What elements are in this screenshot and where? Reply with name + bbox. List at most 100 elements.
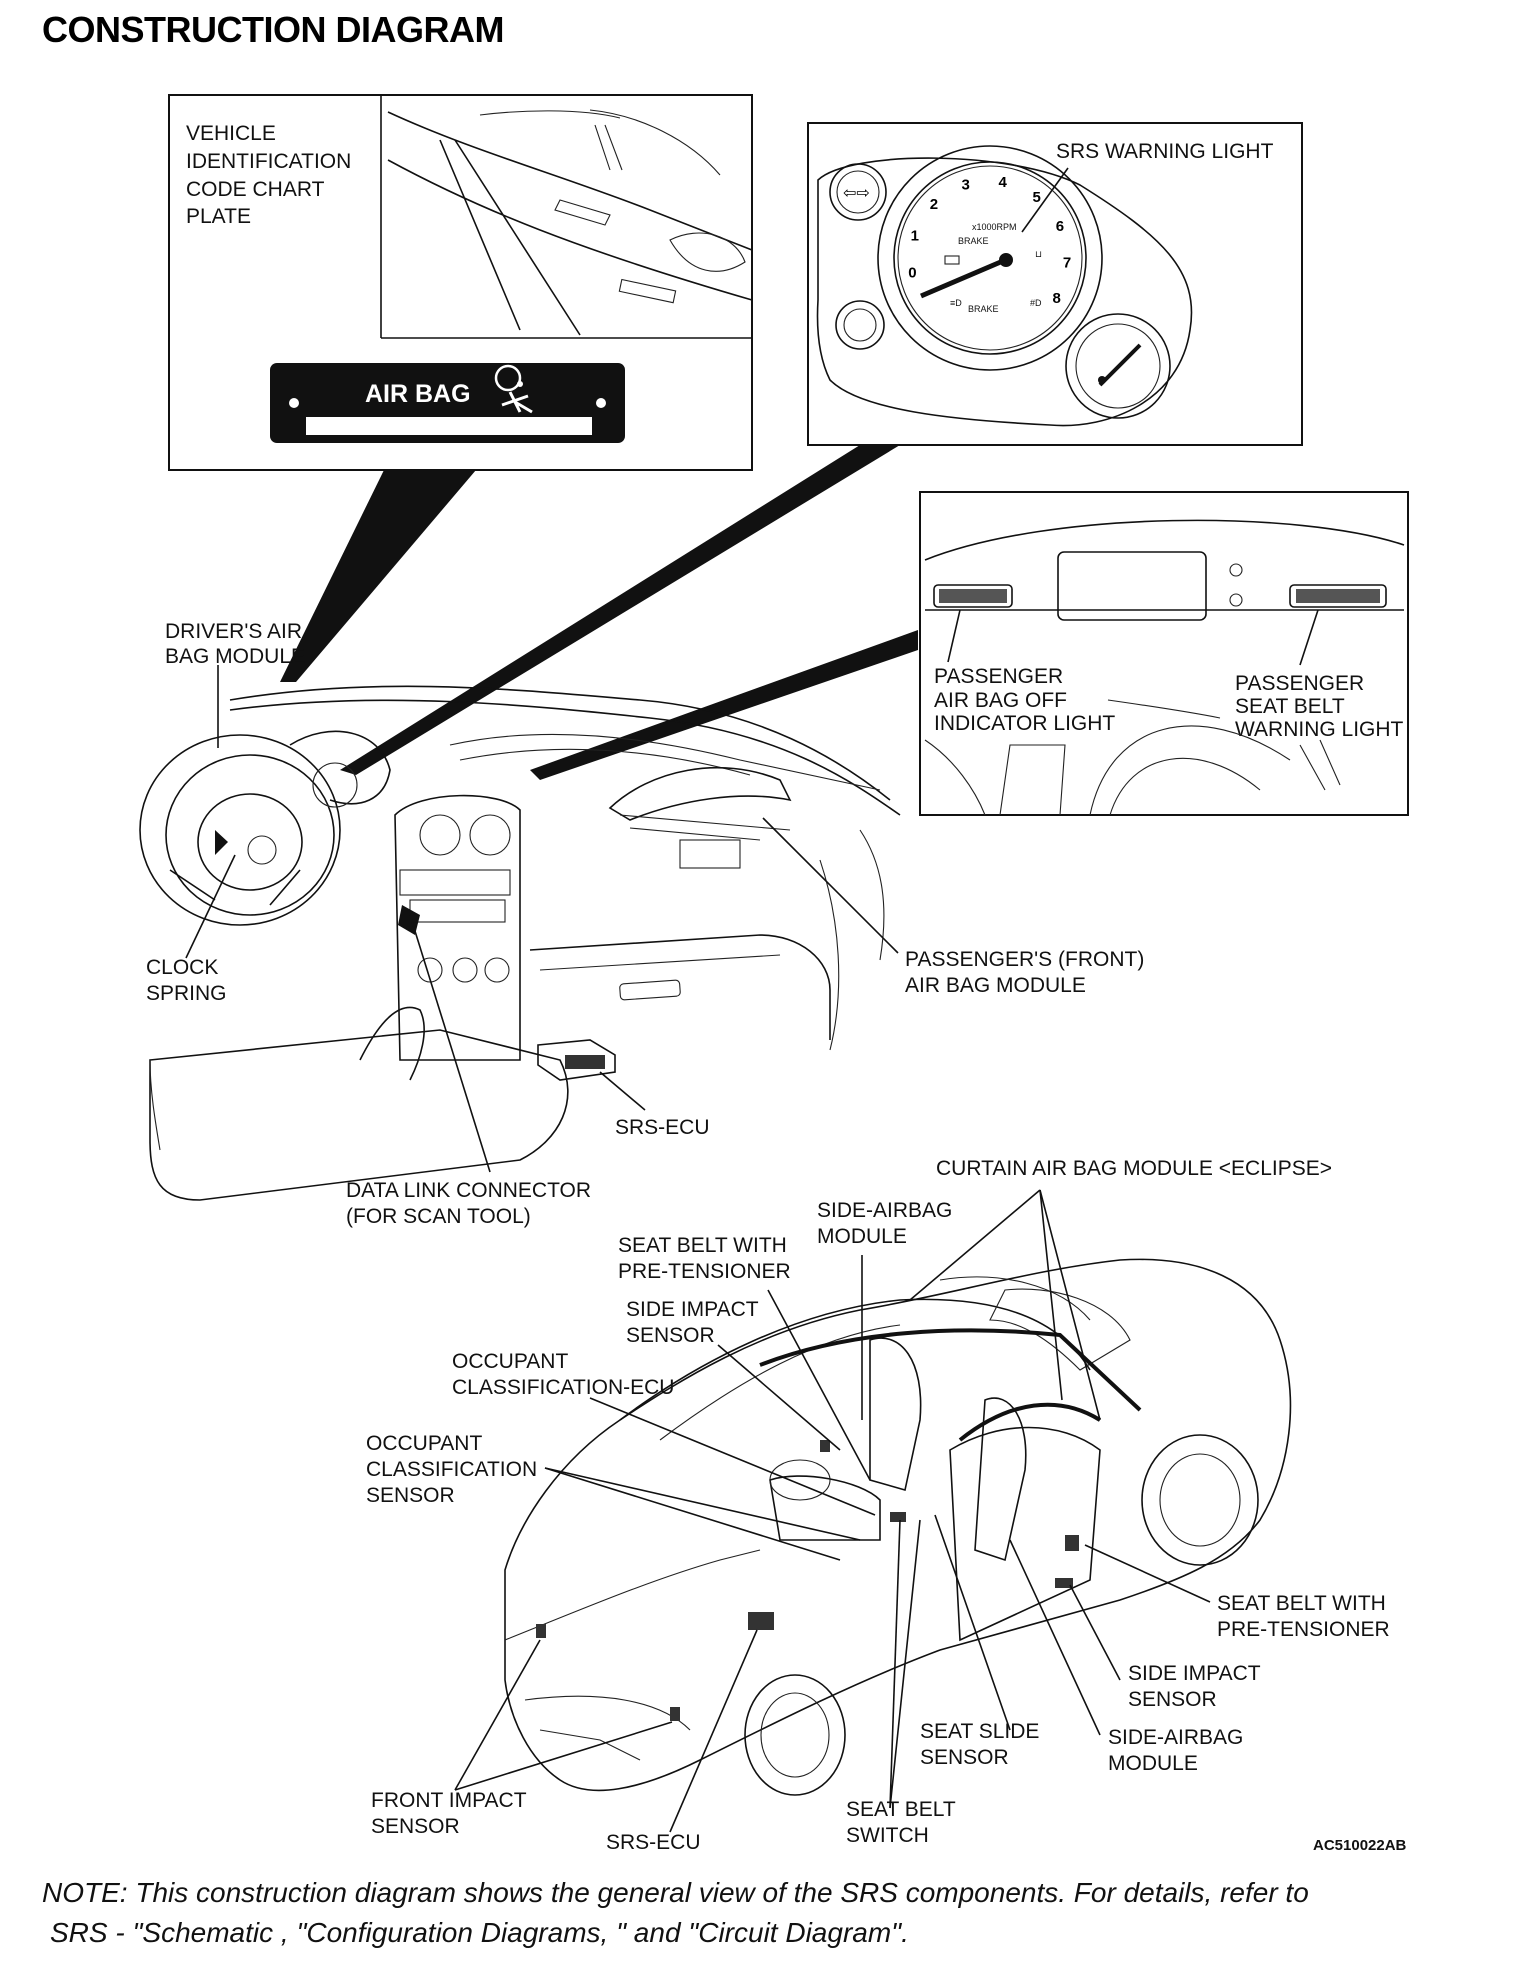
inset-frame <box>919 491 1409 816</box>
headlight-icon: ≡D <box>950 298 962 308</box>
seatbelt-warning-label-line3: WARNING LIGHT <box>1235 718 1404 741</box>
center-stack <box>394 794 521 1061</box>
seatbelt-warning-indicator <box>1289 584 1387 608</box>
fog-icon: #D <box>1030 298 1042 308</box>
center-console <box>149 1029 569 1201</box>
svg-text:BRAKE: BRAKE <box>968 304 999 314</box>
seat-slide-label-line2: SENSOR <box>920 1746 1009 1769</box>
curtain-airbag-label: CURTAIN AIR BAG MODULE <ECLIPSE> <box>936 1157 1332 1180</box>
turn-arrows-icon: ⇦⇨ <box>843 183 870 202</box>
clock-spring-label-line2: SPRING <box>146 982 227 1005</box>
tach-number: 0 <box>908 265 916 282</box>
seatbelt-right-label-line1: SEAT BELT WITH <box>1217 1592 1386 1615</box>
car-leader-lines <box>454 1189 1211 1833</box>
side-impact-sensor-left <box>820 1440 830 1452</box>
airbag-off-label-line1: PASSENGER <box>934 665 1063 688</box>
note-line2: SRS - "Schematic , "Configuration Diagra… <box>50 1917 909 1948</box>
airbag-off-indicator <box>933 584 1013 608</box>
front-wheel <box>744 1674 846 1796</box>
note-line1: NOTE: This construction diagram shows th… <box>42 1877 1309 1908</box>
seat-slide-label-line1: SEAT SLIDE <box>920 1720 1039 1743</box>
front-impact-label-line2: SENSOR <box>371 1815 460 1838</box>
dash-leader-lines <box>185 665 899 1173</box>
seatbelt-warning-label-line1: PASSENGER <box>1235 672 1364 695</box>
clock-spring-label-line1: CLOCK <box>146 956 218 979</box>
vin-label-line2: IDENTIFICATION <box>186 150 351 173</box>
side-airbag-bottom-label-line1: SIDE-AIRBAG <box>1108 1726 1243 1749</box>
center-display <box>1057 551 1207 621</box>
data-link-label-line1: DATA LINK CONNECTOR <box>346 1179 591 1202</box>
srs-ecu-unit-car <box>748 1612 774 1630</box>
passenger-airbag-label-line2: AIR BAG MODULE <box>905 974 1086 997</box>
srs-ecu-bottom-label: SRS-ECU <box>606 1831 701 1854</box>
vin-label-line3: CODE CHART <box>186 178 325 201</box>
occ-sensor-label-line1: OCCUPANT <box>366 1432 482 1455</box>
fuel-gauge <box>1065 313 1171 419</box>
side-airbag-top-label-line1: SIDE-AIRBAG <box>817 1199 952 1222</box>
side-airbag-top-label-line2: MODULE <box>817 1225 907 1248</box>
seatbelt-top-label-line1: SEAT BELT WITH <box>618 1234 787 1257</box>
brand-logo-icon <box>215 830 228 855</box>
car-drawing <box>504 1258 1292 1796</box>
rear-wheel <box>1141 1434 1259 1566</box>
side-impact-right-label-line2: SENSOR <box>1128 1688 1217 1711</box>
passenger-seat <box>974 1397 1027 1562</box>
side-airbag-bottom-label-line2: MODULE <box>1108 1752 1198 1775</box>
vin-label-line4: PLATE <box>186 205 251 228</box>
inset-pointer <box>530 630 918 780</box>
seatbelt-warning-label-line2: SEAT BELT <box>1235 695 1345 718</box>
driver-seat <box>869 1337 922 1492</box>
airbag-person-icon <box>494 364 533 414</box>
driver-airbag-hub <box>197 793 303 891</box>
vin-label-line1: VEHICLE <box>186 122 276 145</box>
airbag-off-label-line2: AIR BAG OFF <box>934 689 1067 712</box>
tach-unit: x1000RPM <box>972 222 1017 232</box>
inset-dash-indicators: PASSENGER AIR BAG OFF INDICATOR LIGHT PA… <box>530 491 1409 816</box>
seatbelt-right-label-line2: PRE-TENSIONER <box>1217 1618 1390 1641</box>
driver-airbag-label-line2: BAG MODULE <box>165 645 305 668</box>
data-link-label-line2: (FOR SCAN TOOL) <box>346 1205 531 1228</box>
data-link-connector <box>398 905 420 935</box>
airbag-off-label-line3: INDICATOR LIGHT <box>934 712 1115 735</box>
steering-wheel <box>139 734 341 926</box>
occ-sensor-label-line2: CLASSIFICATION <box>366 1458 537 1481</box>
front-impact-sensor-right <box>670 1707 680 1721</box>
srs-ecu-unit <box>537 1039 616 1081</box>
page-title: CONSTRUCTION DIAGRAM <box>42 9 504 50</box>
side-impact-top-label-line2: SENSOR <box>626 1324 715 1347</box>
figure-code: AC510022AB <box>1313 1837 1407 1854</box>
occ-ecu-label-line2: CLASSIFICATION-ECU <box>452 1376 674 1399</box>
inset-pointer <box>280 470 476 682</box>
occ-sensor-label-line3: SENSOR <box>366 1484 455 1507</box>
rear-pretensioner <box>1065 1535 1079 1551</box>
occ-ecu-label-line1: OCCUPANT <box>452 1350 568 1373</box>
engine-icon: ⊔ <box>1035 249 1042 259</box>
dashboard-drawing <box>139 685 901 1201</box>
front-impact-sensor-left <box>536 1624 546 1638</box>
airbag-plate-text: AIR BAG <box>365 380 471 408</box>
side-impact-right-label-line1: SIDE IMPACT <box>1128 1662 1261 1685</box>
tach-needle <box>920 255 1011 299</box>
tach-number: 4 <box>999 174 1008 191</box>
side-impact-top-label-line1: SIDE IMPACT <box>626 1298 759 1321</box>
tach-number: 5 <box>1033 189 1041 206</box>
plate-code-field <box>306 417 592 435</box>
inset-pointer <box>340 445 900 775</box>
driver-airbag-label-line1: DRIVER'S AIR <box>165 620 302 643</box>
turn-signal-indicator <box>829 163 887 221</box>
seat-belt-switch-label-line1: SEAT BELT <box>846 1798 956 1821</box>
tach-number: 8 <box>1053 290 1061 307</box>
inset-vin-plate: VEHICLE IDENTIFICATION CODE CHART PLATE … <box>168 94 753 682</box>
seatbelt-top-label-line2: PRE-TENSIONER <box>618 1260 791 1283</box>
seat-belt-switch-label-line2: SWITCH <box>846 1824 929 1847</box>
sunroof <box>989 1288 1131 1371</box>
gear-shifter <box>359 1006 425 1081</box>
tach-number: 2 <box>930 196 938 213</box>
srs-warning-light-label: SRS WARNING LIGHT <box>1056 140 1274 163</box>
tach-number: 3 <box>962 177 970 194</box>
srs-ecu-label: SRS-ECU <box>615 1116 710 1139</box>
inset-frame <box>807 122 1303 446</box>
